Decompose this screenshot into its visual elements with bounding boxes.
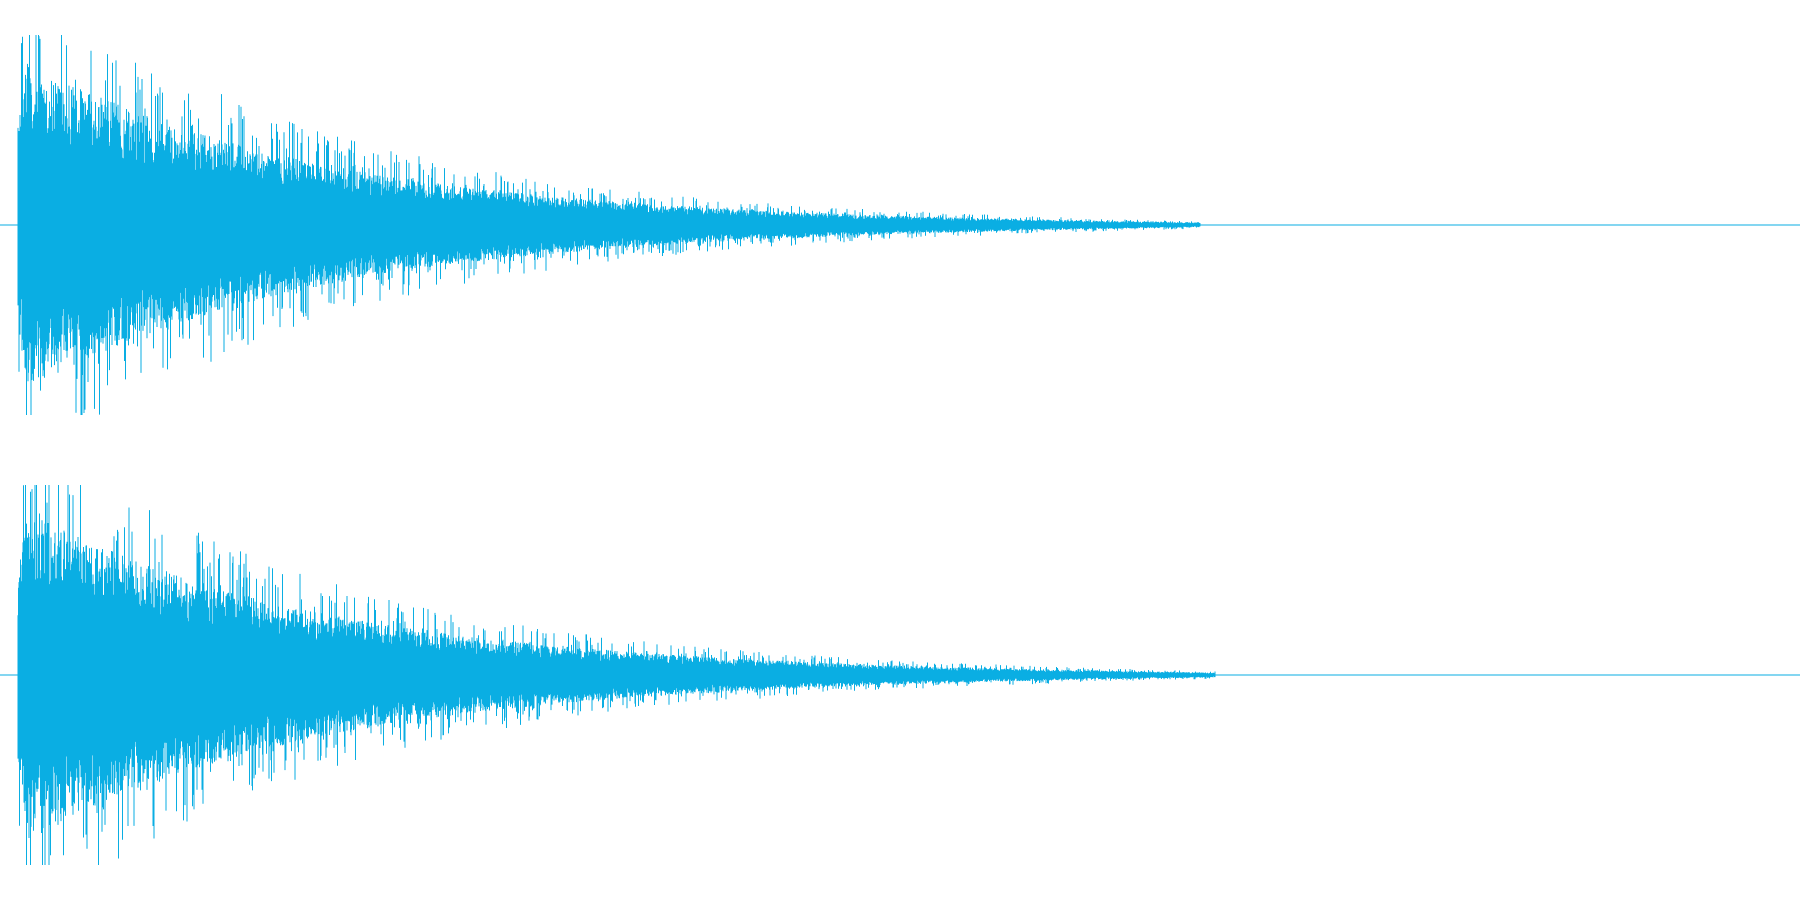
channel-1-waveform	[17, 35, 1201, 415]
channel-2-waveform	[17, 485, 1216, 865]
waveform-channel-1	[0, 35, 1800, 415]
waveform-channel-2	[0, 485, 1800, 865]
